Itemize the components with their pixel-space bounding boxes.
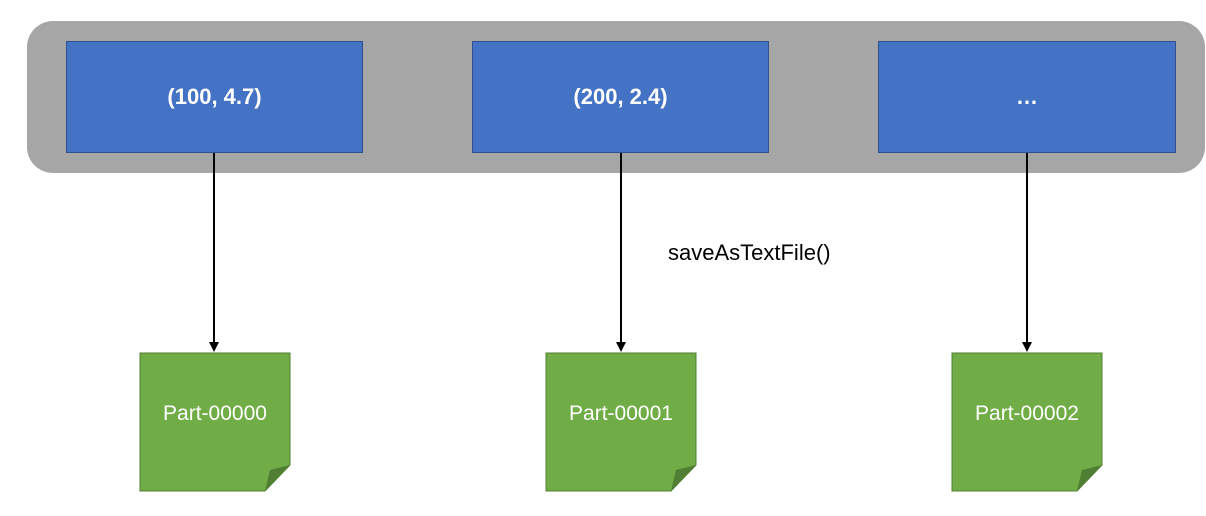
file-label: Part-00000 [163, 402, 267, 425]
file-icon [951, 352, 1103, 492]
file-icon [139, 352, 291, 492]
file-label: Part-00002 [975, 402, 1079, 425]
partition-2: … [878, 41, 1176, 153]
operation-label: saveAsTextFile() [668, 240, 831, 265]
output-file-2: Part-00002 [951, 352, 1103, 492]
file-label: Part-00001 [569, 402, 673, 425]
partition-label: (100, 4.7) [167, 84, 262, 109]
partition-1: (200, 2.4) [472, 41, 769, 153]
partition-0: (100, 4.7) [66, 41, 363, 153]
partition-label: … [1016, 84, 1038, 109]
file-icon [545, 352, 697, 492]
output-file-1: Part-00001 [545, 352, 697, 492]
output-file-0: Part-00000 [139, 352, 291, 492]
partition-label: (200, 2.4) [573, 84, 668, 109]
